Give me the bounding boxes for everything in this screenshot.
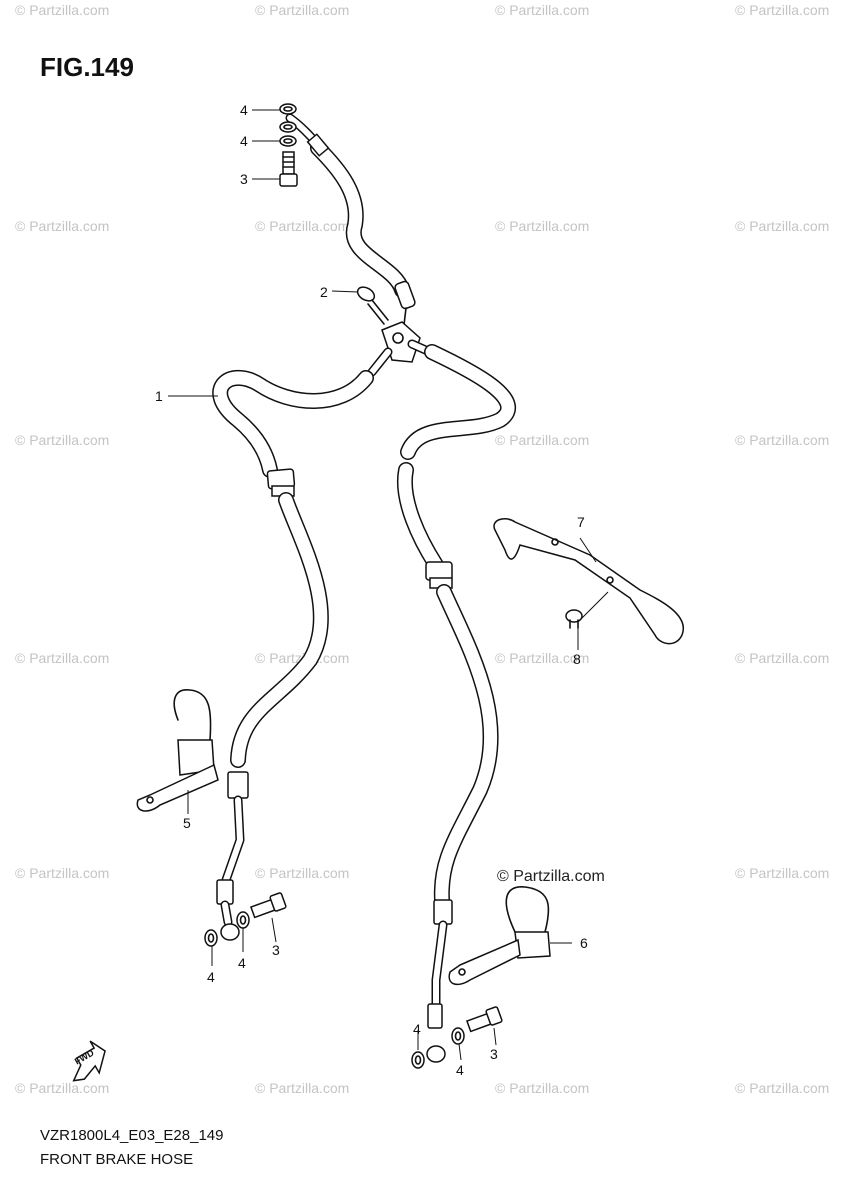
watermark: © Partzilla.com — [735, 1080, 830, 1096]
callout-3: 3 — [240, 171, 248, 187]
watermark: © Partzilla.com — [15, 650, 110, 666]
watermark: © Partzilla.com — [735, 432, 830, 448]
callout-4: 4 — [240, 102, 248, 118]
callout-7: 7 — [577, 514, 585, 530]
callout-4: 4 — [456, 1062, 464, 1078]
washers-lower-left — [204, 911, 250, 947]
bracket-7 — [493, 518, 685, 645]
watermark: © Partzilla.com — [255, 2, 350, 18]
figure-title: FIG.149 — [40, 52, 134, 82]
callout-3: 3 — [272, 942, 280, 958]
watermark: © Partzilla.com — [495, 218, 590, 234]
bracket-5 — [136, 689, 219, 812]
callout-4: 4 — [240, 133, 248, 149]
watermark: © Partzilla.com — [255, 865, 350, 881]
right-brake-hose — [396, 339, 516, 1063]
union-bolt-lower-right — [465, 1006, 503, 1033]
bolt-8 — [565, 609, 583, 629]
washers-top — [279, 103, 297, 147]
watermark-prominent: © Partzilla.com — [497, 868, 605, 885]
bracket-6 — [448, 886, 551, 986]
watermark: © Partzilla.com — [15, 432, 110, 448]
watermark: © Partzilla.com — [735, 218, 830, 234]
watermark: © Partzilla.com — [735, 865, 830, 881]
figure-description: FRONT BRAKE HOSE — [40, 1151, 194, 1168]
watermark: © Partzilla.com — [495, 432, 590, 448]
watermark: © Partzilla.com — [255, 1080, 350, 1096]
watermark: © Partzilla.com — [15, 865, 110, 881]
watermark: © Partzilla.com — [255, 218, 350, 234]
callout-3: 3 — [490, 1046, 498, 1062]
union-bolt-2 — [356, 286, 389, 325]
callout-4: 4 — [413, 1021, 421, 1037]
callout-5: 5 — [183, 815, 191, 831]
watermark: © Partzilla.com — [735, 650, 830, 666]
callout-4: 4 — [238, 955, 246, 971]
watermark: © Partzilla.com — [735, 2, 830, 18]
watermark: © Partzilla.com — [495, 650, 590, 666]
watermark: © Partzilla.com — [15, 218, 110, 234]
watermark: © Partzilla.com — [15, 2, 110, 18]
watermark: © Partzilla.com — [495, 1080, 590, 1096]
callout-6: 6 — [580, 935, 588, 951]
callout-2: 2 — [320, 284, 328, 300]
union-bolt-lower-left — [249, 892, 287, 919]
leader-lines — [168, 109, 609, 1061]
watermark: © Partzilla.com — [495, 2, 590, 18]
left-brake-hose — [212, 347, 393, 941]
model-code: VZR1800L4_E03_E28_149 — [40, 1127, 224, 1144]
forward-arrow-icon — [72, 1040, 106, 1082]
callout-8: 8 — [573, 651, 581, 667]
washers-lower-right — [411, 1027, 465, 1069]
watermark: © Partzilla.com — [15, 1080, 110, 1096]
callout-4: 4 — [207, 969, 215, 985]
callout-1: 1 — [155, 388, 163, 404]
union-bolt-top — [279, 151, 298, 187]
upper-brake-hose — [285, 113, 416, 326]
